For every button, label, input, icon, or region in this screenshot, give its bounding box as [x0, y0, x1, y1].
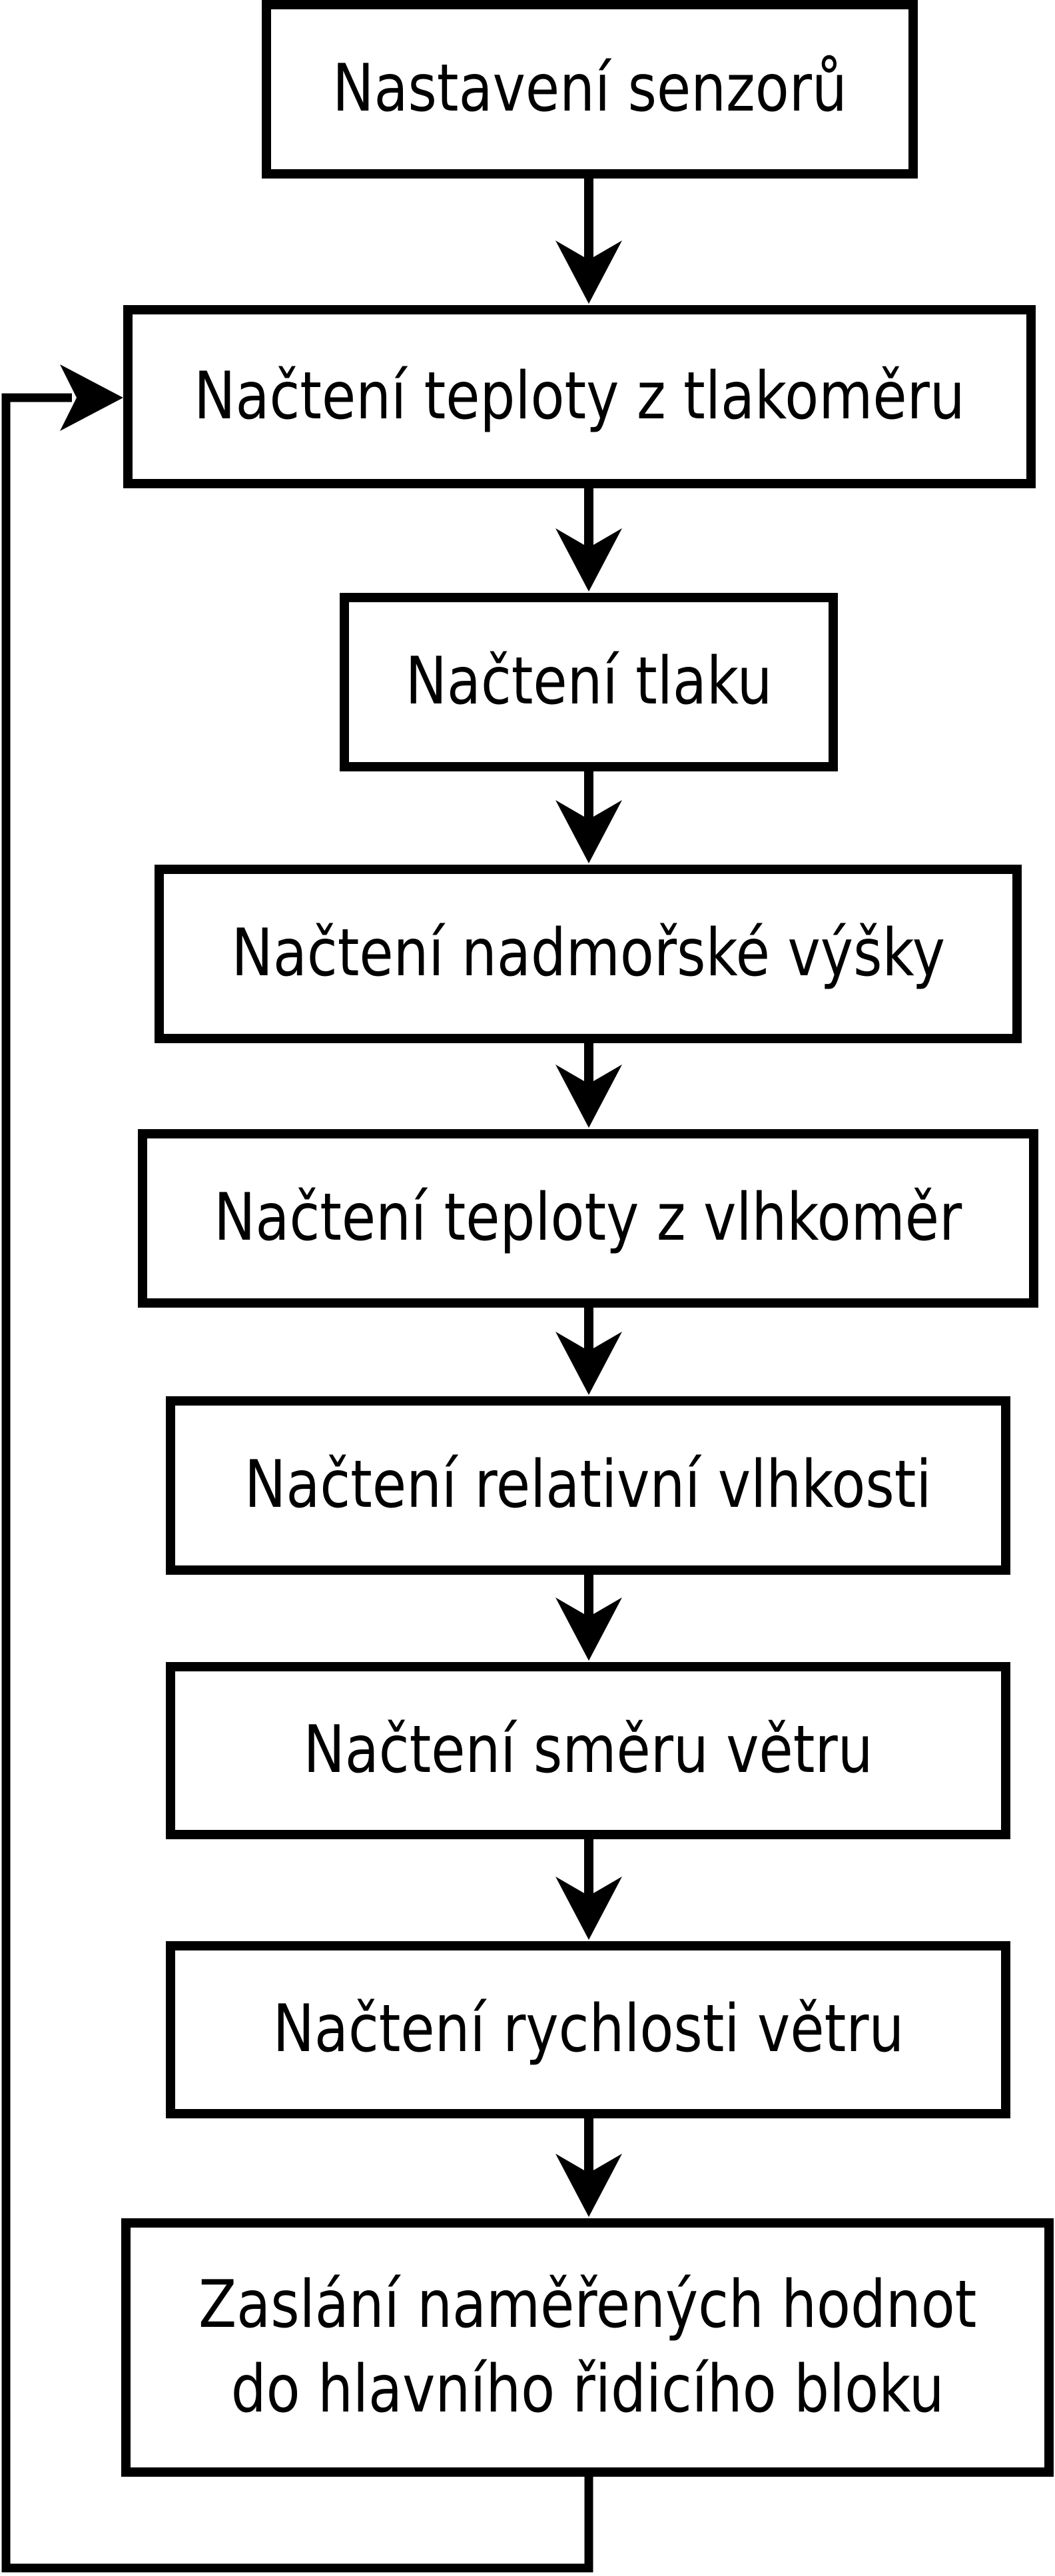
- edge-smer-to-rychlost: [555, 1835, 622, 1940]
- node-nacteni-relativni-vlhkosti: Načtení relativní vlhkosti: [166, 1396, 1010, 1575]
- arrowhead-down-icon: [555, 800, 622, 863]
- arrowhead-down-icon: [555, 2154, 622, 2217]
- node-nacteni-nadmorske-vysky: Načtení nadmořské výšky: [155, 865, 1022, 1043]
- node-label: Načtení teploty z tlakoměru: [194, 358, 965, 434]
- edge-rychlost-to-zaslani: [555, 2114, 622, 2217]
- node-label: Načtení směru větru: [303, 1712, 873, 1789]
- edge-vyska-to-vlhkomer: [555, 1039, 622, 1128]
- arrowhead-down-icon: [555, 1065, 622, 1128]
- node-zaslani-namerenych-hodnot: Zaslání naměřených hodnot do hlavního ři…: [121, 2218, 1054, 2477]
- node-label-line-2: do hlavního řidicího bloku: [230, 2352, 944, 2427]
- edge-tlakomer-to-tlak: [555, 484, 622, 592]
- node-nacteni-teploty-z-vlhkomer: Načtení teploty z vlhkoměr: [138, 1129, 1038, 1308]
- edge-loop-back: [1, 364, 593, 2573]
- node-nacteni-rychlosti-vetru: Načtení rychlosti větru: [166, 1941, 1010, 2118]
- node-label: Zaslání naměřených hodnot do hlavního ři…: [198, 2263, 976, 2433]
- node-label-line-1: Zaslání naměřených hodnot: [198, 2266, 977, 2343]
- arrowhead-down-icon: [555, 1597, 622, 1661]
- arrowhead-down-icon: [555, 1332, 622, 1395]
- arrowhead-down-icon: [555, 240, 622, 304]
- edge-tlak-to-vyska: [555, 767, 622, 863]
- arrowhead-right-icon: [60, 364, 123, 431]
- arrowhead-down-icon: [555, 1877, 622, 1940]
- node-label: Načtení tlaku: [405, 644, 773, 720]
- edge-nastaveni-to-tlakomer: [555, 176, 622, 304]
- arrowhead-down-icon: [555, 528, 622, 592]
- edge-vlhkost-to-smer: [555, 1571, 622, 1661]
- loop-line: [1, 393, 593, 2573]
- node-label: Načtení rychlosti větru: [272, 1991, 904, 2068]
- edge-vlhkomer-to-vlhkost: [555, 1304, 622, 1395]
- node-label: Načtení relativní vlhkosti: [244, 1447, 932, 1523]
- node-nacteni-teploty-z-tlakomeru: Načtení teploty z tlakoměru: [123, 305, 1036, 488]
- node-nastaveni-senzoru: Nastavení senzorů: [262, 0, 918, 179]
- node-label: Načtení teploty z vlhkoměr: [214, 1180, 962, 1256]
- node-nacteni-smeru-vetru: Načtení směru větru: [166, 1662, 1010, 1839]
- node-label: Nastavení senzorů: [332, 51, 847, 127]
- node-nacteni-tlaku: Načtení tlaku: [340, 593, 838, 771]
- node-label: Načtení nadmořské výšky: [231, 915, 945, 992]
